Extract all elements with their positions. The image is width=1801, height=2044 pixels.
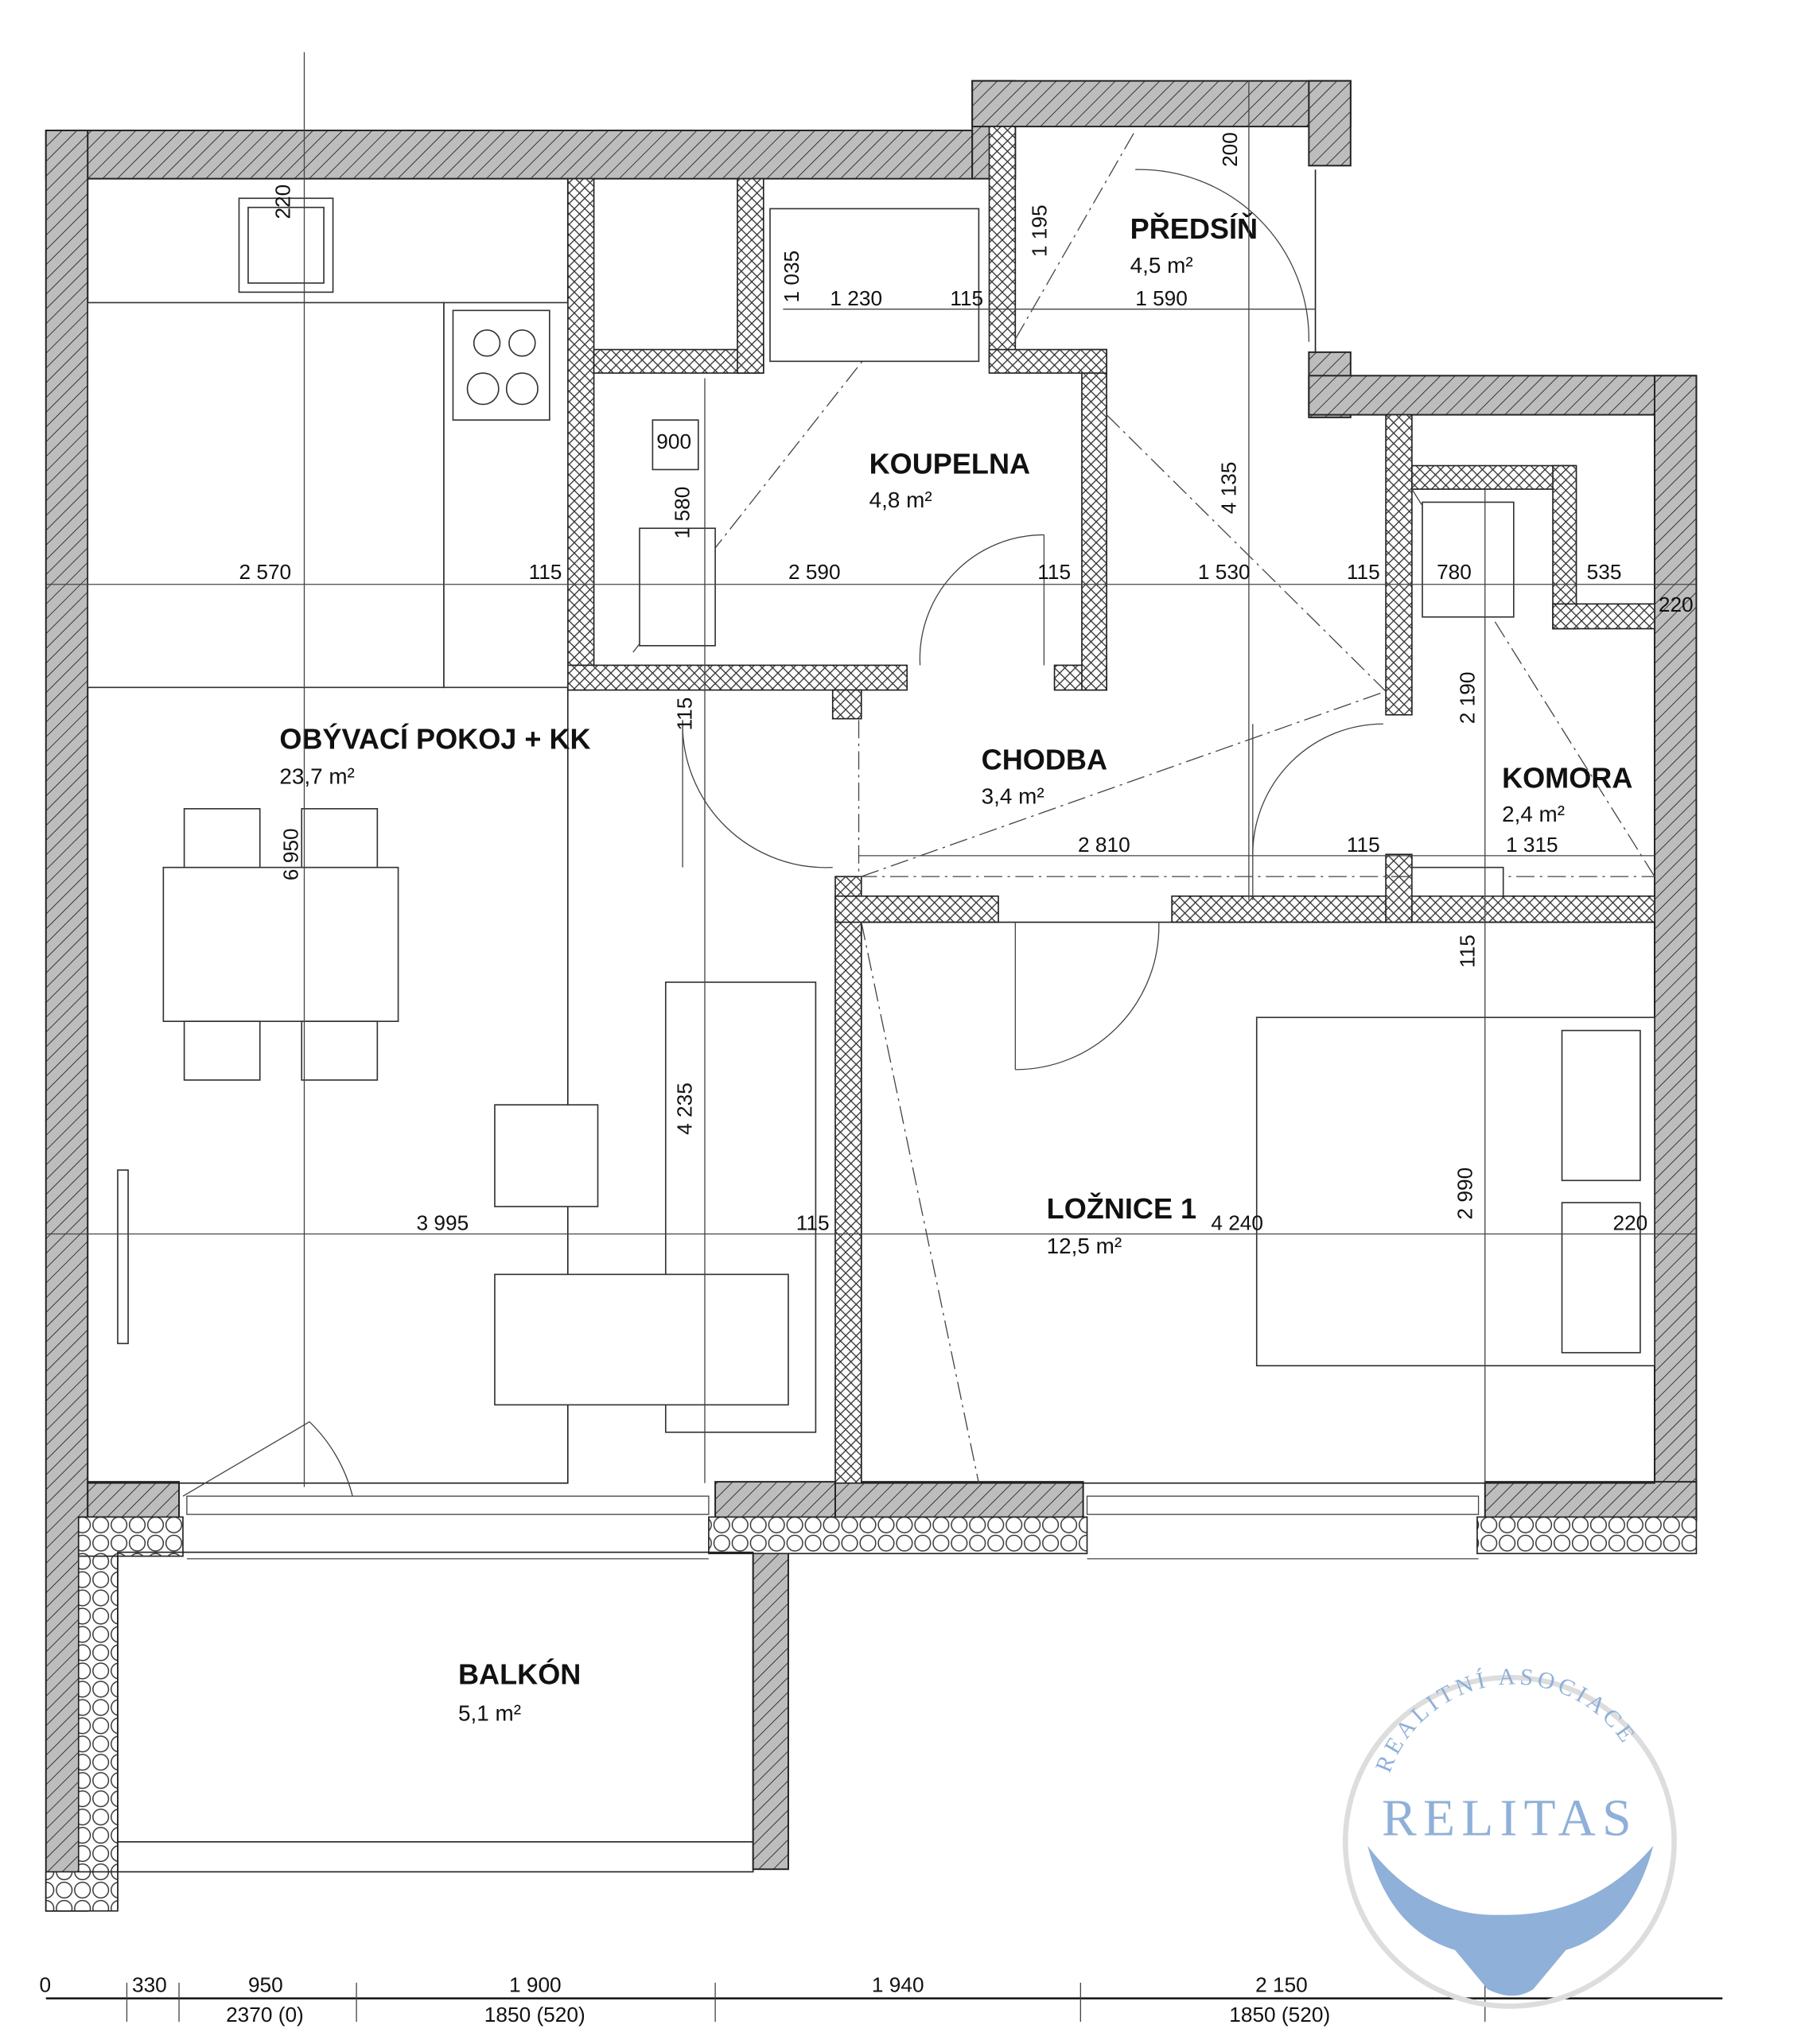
- dimension-label: 200: [1218, 132, 1242, 167]
- dimension-label: 115: [950, 286, 983, 310]
- room-name-corridor: CHODBA: [982, 744, 1107, 776]
- dimension-label: 115: [1347, 833, 1380, 857]
- dimension-label: 1 195: [1028, 204, 1052, 257]
- dimension-label: 535: [1587, 560, 1622, 584]
- room-area-bathroom: 4,8 m²: [869, 488, 932, 512]
- dimension-label: 4 235: [673, 1082, 697, 1135]
- dimension-label: 115: [1037, 560, 1071, 584]
- dimension-label: 2 570: [239, 560, 291, 584]
- room-name-hall: PŘEDSÍŇ: [1130, 212, 1258, 245]
- dimension-labels: 220 2 570 115 2 590 115 1 530 115 780 53…: [239, 132, 1693, 1234]
- dimension-label: 2 810: [1078, 833, 1130, 857]
- room-name-storage: KOMORA: [1502, 762, 1632, 795]
- dimension-label: 115: [673, 698, 697, 731]
- furniture: [87, 197, 1655, 1433]
- dimension-label: 1 315: [1506, 833, 1558, 857]
- dimension-label: 1 530: [1198, 560, 1251, 584]
- dimension-label: 900: [656, 429, 691, 453]
- logo-arc-text: REALITNÍ ASOCIACE: [1371, 1664, 1641, 1776]
- room-area-bedroom: 12,5 m²: [1047, 1234, 1122, 1258]
- dimension-label: 950: [248, 1972, 283, 1996]
- room-area-balcony: 5,1 m²: [458, 1700, 521, 1725]
- dimension-label: 115: [796, 1211, 830, 1235]
- dimension-label: 1 590: [1135, 286, 1188, 310]
- dimension-label: 2 990: [1453, 1168, 1476, 1220]
- room-area-corridor: 3,4 m²: [982, 783, 1044, 808]
- dimension-label: 220: [1612, 1211, 1647, 1235]
- outer-walls: [45, 80, 1698, 1912]
- dimension-label: 4 240: [1211, 1211, 1263, 1235]
- dimension-label: 0: [40, 1972, 52, 1996]
- dimension-label: 6 950: [278, 828, 302, 880]
- dimension-label: 1 940: [872, 1972, 924, 1996]
- dimension-label: 2 590: [788, 560, 841, 584]
- room-name-bathroom: KOUPELNA: [869, 447, 1030, 480]
- room-name-bedroom: LOŽNICE 1: [1047, 1191, 1196, 1225]
- room-area-living: 23,7 m²: [279, 764, 355, 789]
- dimension-label: 2370 (0): [226, 2003, 304, 2027]
- dimension-label: 780: [1437, 560, 1472, 584]
- inner-walls: [566, 126, 1655, 1484]
- handshake-wings-icon: [1367, 1845, 1654, 1996]
- dimension-label: 4 135: [1216, 462, 1240, 515]
- dimension-label: 330: [132, 1972, 167, 1996]
- dimension-lines: [45, 52, 1697, 1487]
- bottom-dimension-chain: 0 330 950 2370 (0) 1 900 1850 (520) 1 94…: [40, 1972, 1723, 2027]
- dimension-label: 1 900: [509, 1972, 562, 1996]
- logo-name: RELITAS: [1382, 1790, 1638, 1848]
- dimension-label: 220: [1659, 593, 1694, 616]
- relitas-logo: REALITNÍ ASOCIACE RELITAS: [1342, 1664, 1677, 2009]
- room-name-living: OBÝVACÍ POKOJ + KK: [279, 722, 590, 755]
- dimension-label: 115: [1456, 935, 1480, 968]
- dimension-label: 3 995: [417, 1211, 469, 1235]
- room-name-balcony: BALKÓN: [458, 1657, 581, 1690]
- room-area-storage: 2,4 m²: [1502, 802, 1565, 826]
- room-labels: OBÝVACÍ POKOJ + KK 23,7 m² KOUPELNA 4,8 …: [279, 212, 1632, 1725]
- room-lines: [87, 130, 1655, 1873]
- dimension-label: 1 580: [670, 487, 694, 539]
- dimension-label: 2 150: [1255, 1972, 1308, 1996]
- doors: [182, 169, 1383, 1497]
- dimension-label: 1 035: [780, 251, 803, 303]
- room-area-hall: 4,5 m²: [1130, 253, 1193, 278]
- dimension-label: 1 230: [830, 286, 882, 310]
- dimension-label: 115: [529, 560, 562, 584]
- dimension-label: 220: [270, 185, 294, 220]
- dimension-label: 1850 (520): [1229, 2003, 1330, 2027]
- dimension-label: 1850 (520): [484, 2003, 585, 2027]
- dimension-label: 115: [1347, 560, 1380, 584]
- dimension-label: 2 190: [1456, 672, 1480, 725]
